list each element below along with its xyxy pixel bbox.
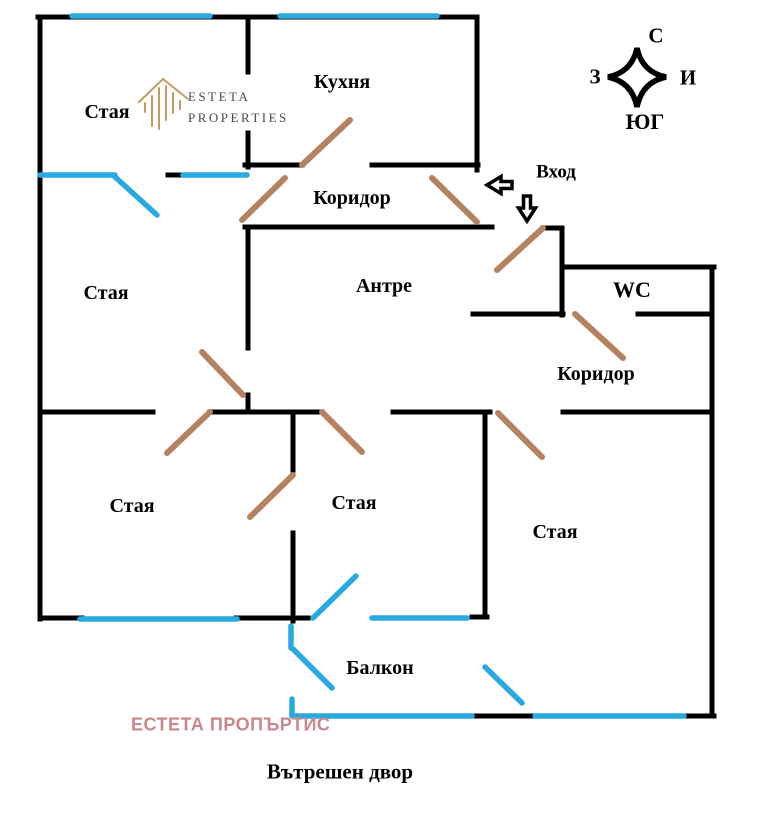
window — [482, 664, 525, 706]
door-entrance — [494, 225, 546, 273]
logo-text-line2: PROPERTIES — [188, 110, 289, 125]
room-label-staya-bottom-right: Стая — [532, 521, 578, 543]
door-corridor-right — [429, 175, 480, 225]
door-corridor-left — [239, 175, 288, 223]
entrance-label: Вход — [536, 161, 576, 183]
door-antre — [199, 349, 246, 398]
room-label-wc: WC — [613, 277, 651, 302]
courtyard-caption: Вътрешен двор — [266, 759, 414, 784]
door-room-bottom-mid — [319, 409, 365, 455]
window — [111, 173, 160, 218]
room-label-staya-bottom-mid: Стая — [331, 492, 377, 514]
room-label-staya-top-left: Стая — [84, 101, 130, 123]
arrow-down-icon — [515, 194, 539, 225]
compass-star-icon — [607, 47, 667, 108]
door-room-bottom-right — [495, 410, 545, 460]
door-kitchen — [299, 117, 353, 168]
compass-north-label: С — [648, 23, 664, 48]
room-label-balcony: Балкон — [346, 657, 414, 679]
room-label-staya-mid-left: Стая — [83, 282, 129, 304]
entrance-arrows — [483, 173, 539, 225]
logo-text-line1: ESTETA — [188, 89, 251, 104]
arrow-left-icon — [483, 173, 514, 197]
room-label-kitchen: Кухня — [313, 71, 371, 93]
doors — [164, 117, 626, 520]
compass-east-label: И — [679, 65, 697, 90]
walls — [35, 14, 717, 719]
door-wc — [572, 311, 626, 361]
room-label-corridor-right: Коридор — [557, 363, 635, 385]
compass-west-label: З — [589, 64, 601, 89]
room-label-antre: Антре — [355, 275, 413, 297]
compass-south-label: ЮГ — [625, 109, 665, 134]
window — [310, 573, 359, 621]
door-between-rooms — [247, 472, 296, 520]
door-room-bottom-left — [164, 409, 213, 456]
watermark-text: ЕСТЕТА ПРОПЪРТИС — [131, 714, 331, 735]
logo-house-icon — [138, 78, 189, 130]
windows — [37, 13, 687, 719]
room-label-corridor-top: Коридор — [313, 187, 391, 209]
window — [290, 646, 335, 691]
room-label-staya-bottom-left: Стая — [109, 495, 155, 517]
